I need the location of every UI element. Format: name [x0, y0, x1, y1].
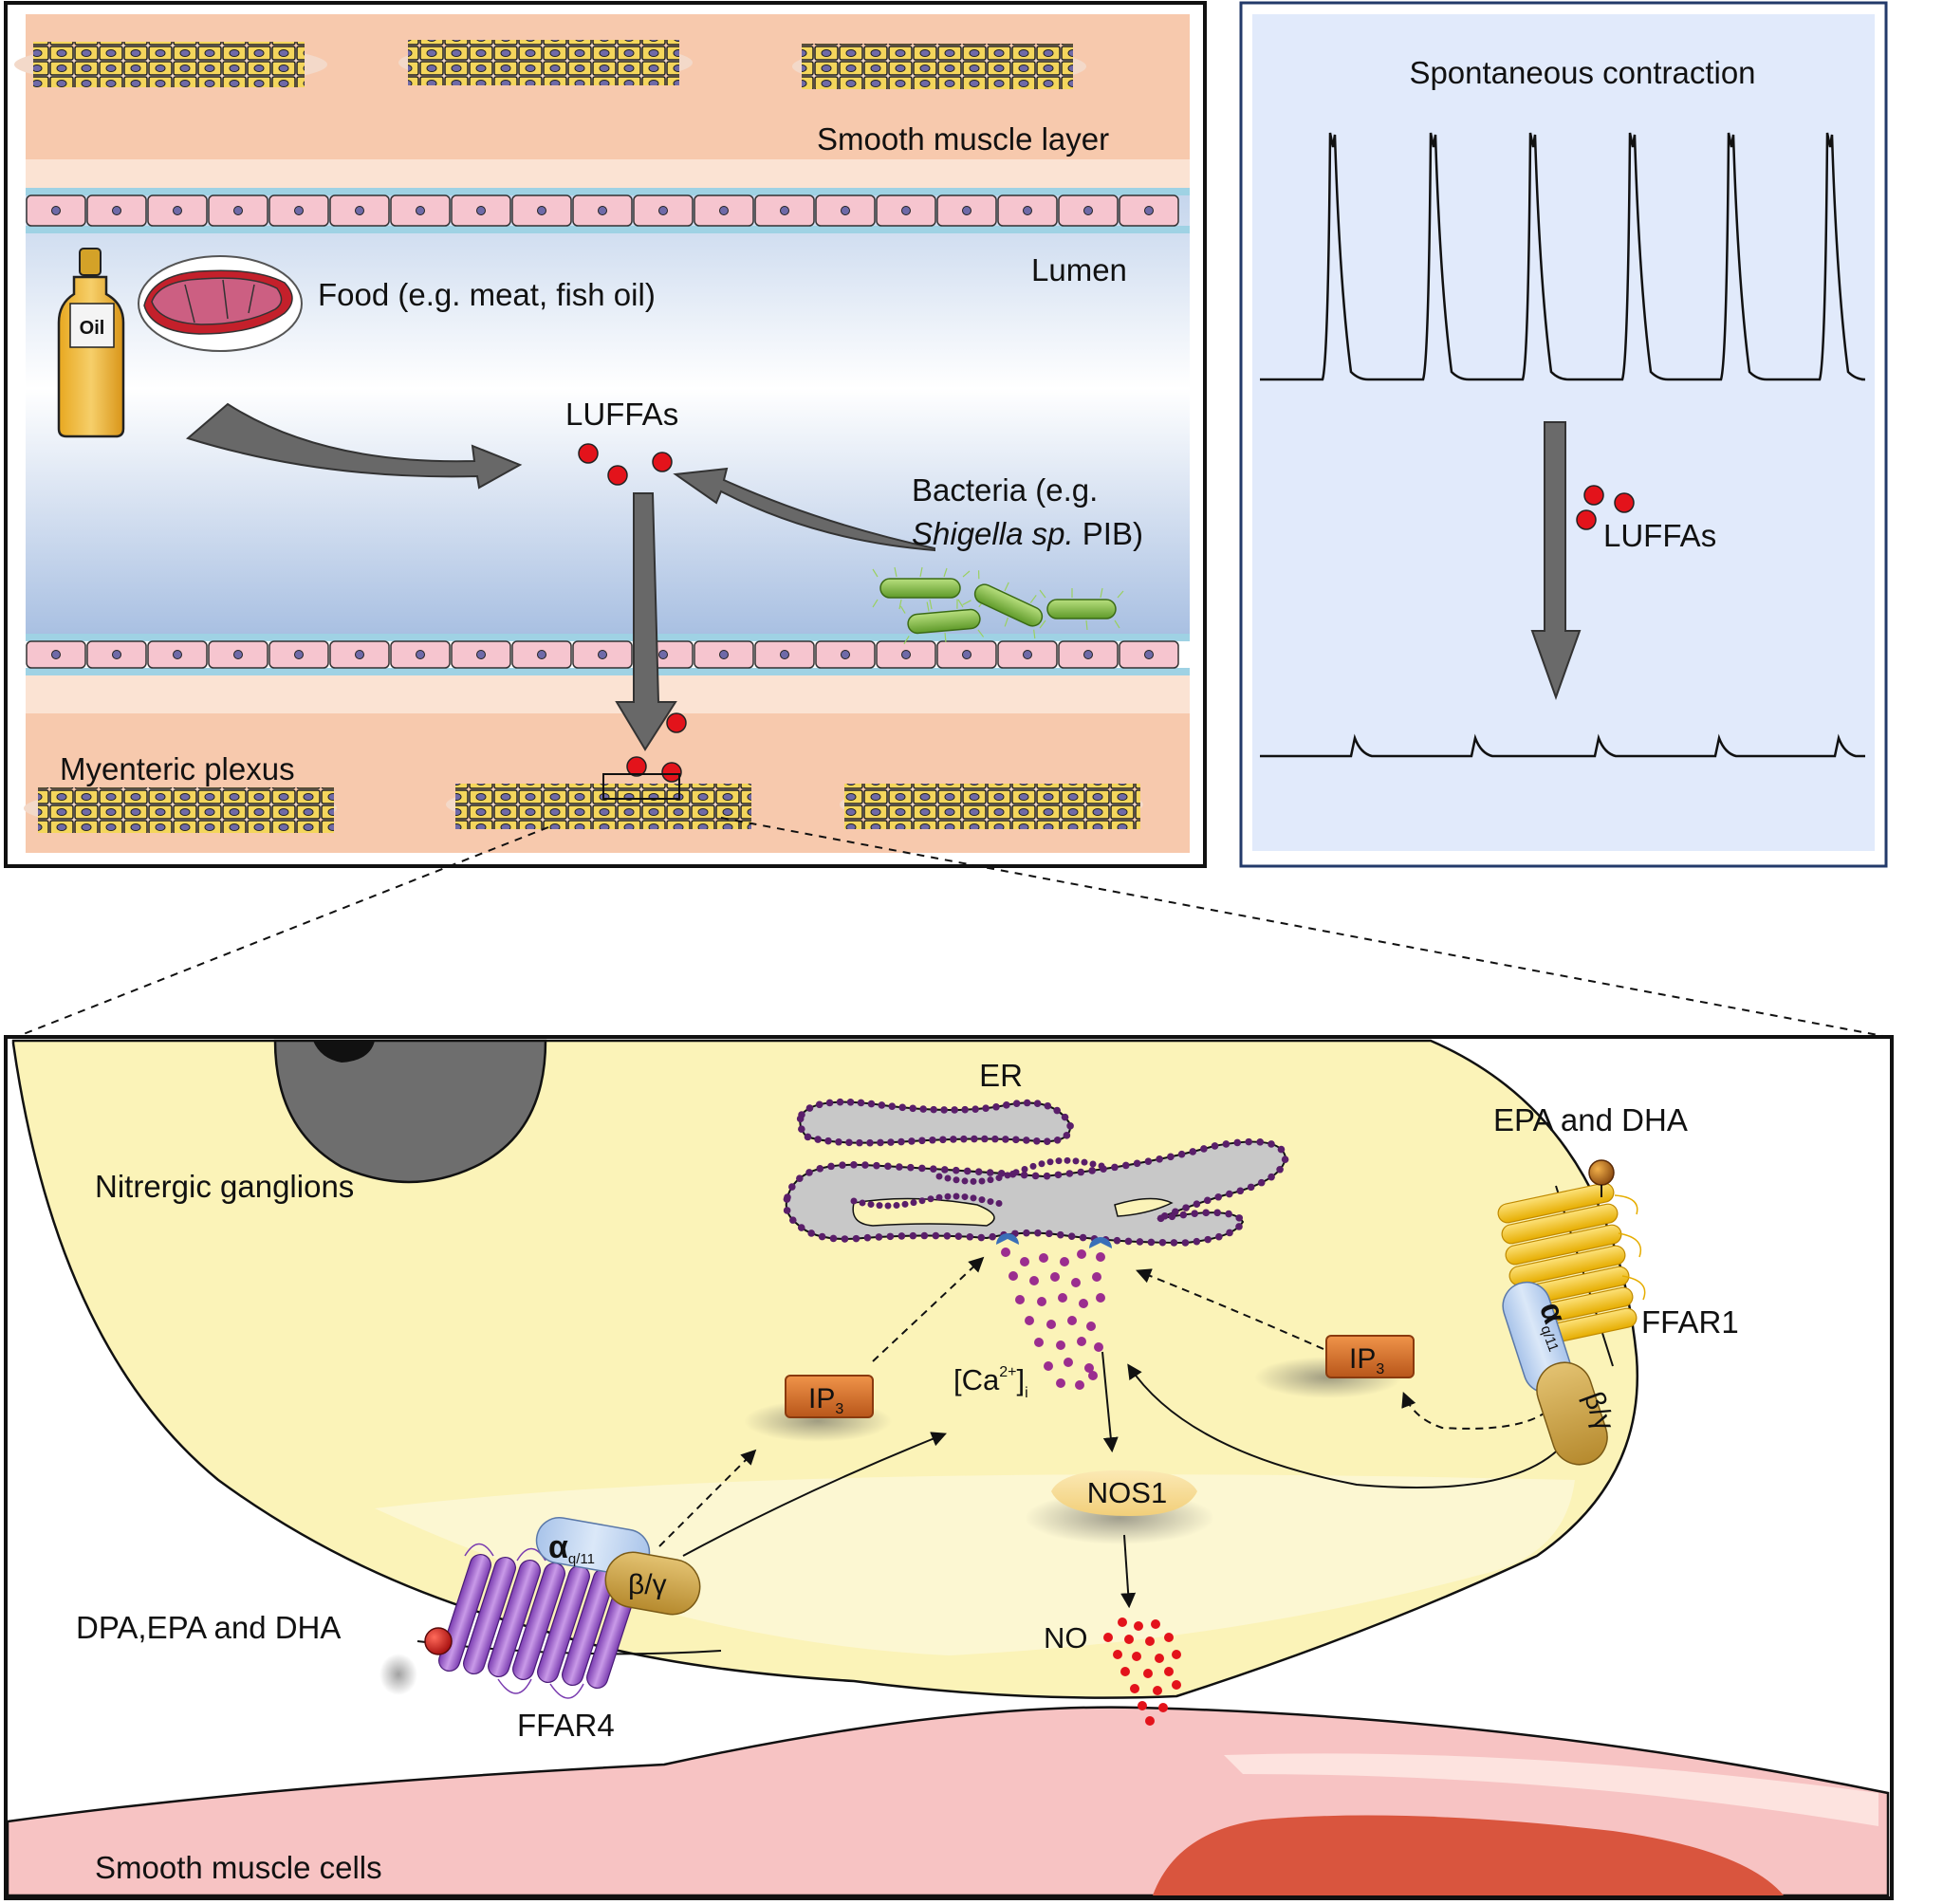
smooth-muscle-layer-label: Smooth muscle layer: [817, 121, 1109, 157]
ip3-left-to-er-arrow: [872, 1256, 985, 1362]
food-to-luffa-arrow: [185, 402, 523, 490]
ip3-right-to-er-arrow: [1136, 1268, 1324, 1350]
inhibition-arrow: [1530, 421, 1582, 700]
ffar1-to-ip3-arrow: [1401, 1392, 1547, 1430]
ganglion-cluster-bottom-3: [840, 784, 1143, 829]
bacteria-species-label: Shigella sp. PIB): [912, 516, 1143, 551]
epithelium-top: [26, 188, 1190, 233]
ca-to-nos1-arrow: [1101, 1351, 1119, 1453]
endoplasmic-reticulum: [783, 1098, 1289, 1247]
calcium-release: [1001, 1248, 1105, 1390]
no-label: NO: [1044, 1621, 1088, 1654]
ganglion-cluster-bottom-2: [446, 773, 751, 829]
luffa-dot: [626, 756, 647, 777]
luffa-dot: [652, 452, 673, 472]
luffa-down-arrow: [615, 492, 677, 751]
bacteria-to-luffa-arrow: [673, 467, 935, 552]
calcium-label: [Ca2+]i: [953, 1363, 1028, 1401]
nos1-enzyme: NOS1: [1051, 1470, 1197, 1516]
signaling-panel: Smooth muscle cells Nitrergic ganglions …: [4, 1035, 1894, 1900]
ip3-label: IP3: [808, 1383, 843, 1417]
meat-plate-icon: [138, 255, 303, 352]
ffar1-receptor: [1497, 1182, 1646, 1367]
ganglion-cluster-top-3: [792, 44, 1086, 89]
epa-dha-ligand: [1588, 1159, 1615, 1186]
luffa-dot: [1576, 509, 1597, 530]
ganglion-cluster-top-2: [398, 40, 693, 85]
neuron-nucleus: [273, 1039, 547, 1184]
nos1-to-no-arrow: [1120, 1534, 1137, 1609]
beta-gamma-label: β/γ: [628, 1569, 667, 1600]
ffar4-to-ip3-arrow: [658, 1449, 757, 1547]
intestine-panel: Smooth muscle layer Lumen Oil Food (e.g.…: [4, 1, 1207, 868]
ip3-receptor-channel: [1089, 1237, 1112, 1248]
ip3-label: IP3: [1349, 1343, 1384, 1377]
nitrergic-ganglions-label: Nitrergic ganglions: [95, 1169, 354, 1204]
g-beta-gamma-right: β/γ: [1536, 1361, 1620, 1466]
inhibited-contraction-trace: [1260, 733, 1865, 758]
luffa-dot: [1614, 492, 1635, 513]
zoom-line-left: [10, 826, 549, 1040]
er-label: ER: [979, 1058, 1023, 1093]
food-label: Food (e.g. meat, fish oil): [318, 277, 656, 312]
alpha-label: αq/11: [548, 1529, 595, 1567]
dpa-epa-dha-label: DPA,EPA and DHA: [76, 1610, 341, 1645]
luffa-dot: [578, 443, 599, 464]
nos1-label: NOS1: [1087, 1476, 1167, 1509]
contraction-title: Spontaneous contraction: [1409, 55, 1755, 90]
zoom-line-right: [720, 817, 1889, 1038]
smooth-muscle-cells-label: Smooth muscle cells: [95, 1850, 382, 1885]
luffas-label-right: LUFFAs: [1603, 518, 1716, 553]
ganglion-cluster-top-1: [14, 42, 327, 87]
ffar1-to-ca-arrow: [1127, 1363, 1566, 1488]
ffar1-label: FFAR1: [1641, 1304, 1739, 1340]
nitric-oxide-release: [1103, 1617, 1181, 1726]
smooth-muscle-nucleus: [1153, 1815, 1784, 1895]
lumen-label: Lumen: [1031, 252, 1127, 287]
ip3-box-right: IP3: [1325, 1335, 1415, 1378]
g-beta-gamma-left: β/γ: [604, 1551, 701, 1616]
ffar4-to-ca-arrow: [682, 1432, 947, 1557]
spontaneous-contraction-trace: [1260, 132, 1866, 381]
luffa-dot: [1583, 485, 1604, 506]
ip3-box-left: IP3: [785, 1375, 874, 1418]
luffas-label: LUFFAs: [565, 397, 678, 432]
myenteric-plexus-label: Myenteric plexus: [60, 751, 295, 786]
contraction-panel: Spontaneous contraction LUFFAs: [1239, 1, 1888, 868]
oil-label: Oil: [80, 318, 105, 339]
luffa-dot: [666, 712, 687, 733]
epa-dha-label: EPA and DHA: [1493, 1102, 1688, 1137]
bacteria-icon: [872, 566, 1124, 645]
epithelium-bottom: [26, 634, 1190, 675]
ip3-receptor-channel: [996, 1233, 1019, 1245]
luffa-dot: [607, 465, 628, 486]
dpa-epa-dha-ligand: [424, 1627, 453, 1655]
bacteria-label: Bacteria (e.g.: [912, 472, 1098, 508]
ganglion-cluster-bottom-1: [24, 787, 337, 833]
luffa-dot: [661, 762, 682, 783]
ffar4-label: FFAR4: [517, 1708, 615, 1743]
zoom-box: [602, 773, 680, 800]
oil-bottle: Oil: [57, 248, 125, 438]
